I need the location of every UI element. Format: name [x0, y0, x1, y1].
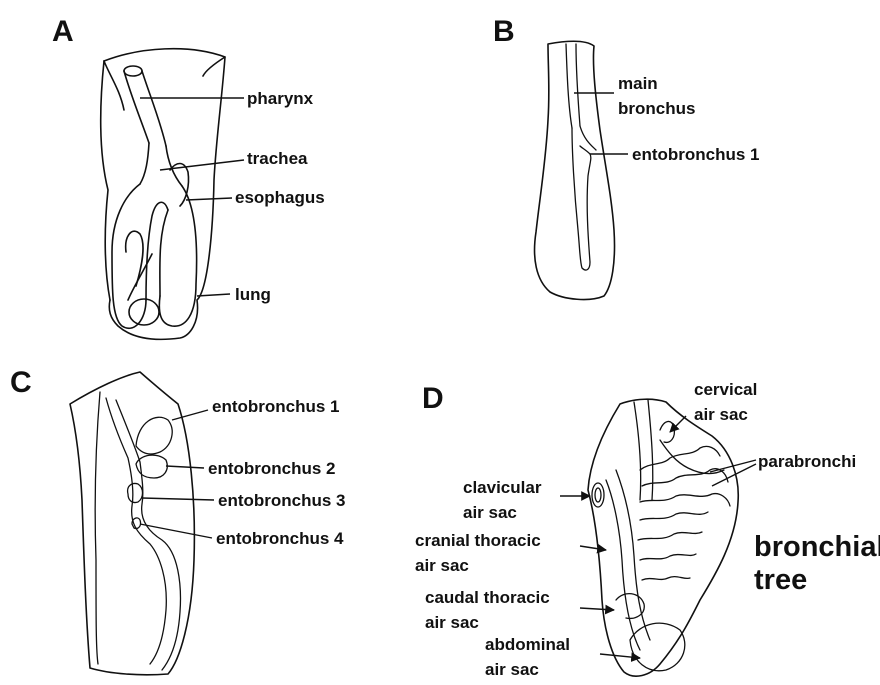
label-b-entobronchus-1: entobronchus 1	[632, 145, 760, 164]
label-main: main	[618, 74, 658, 93]
panel-b: B main bronchus entobronchus 1	[493, 15, 760, 299]
label-esophagus: esophagus	[235, 188, 325, 207]
label-parabronchi: parabronchi	[758, 452, 856, 471]
label-lung: lung	[235, 285, 271, 304]
label-clavicular: clavicular	[463, 478, 542, 497]
label-c-entobronchus-4: entobronchus 4	[216, 529, 344, 548]
label-cervical: cervical	[694, 380, 757, 399]
label-caudal-thoracic: caudal thoracic	[425, 588, 550, 607]
label-c-entobronchus-1: entobronchus 1	[212, 397, 340, 416]
panel-d-letter: D	[422, 382, 444, 415]
label-c-entobronchus-3: entobronchus 3	[218, 491, 346, 510]
label-abdominal-air-sac: air sac	[485, 660, 539, 679]
label-c-entobronchus-2: entobronchus 2	[208, 459, 336, 478]
label-trachea: trachea	[247, 149, 308, 168]
label-cervical-air-sac: air sac	[694, 405, 748, 424]
panel-c-letter: C	[10, 366, 32, 399]
label-clavicular-air-sac: air sac	[463, 503, 517, 522]
label-cranial-thoracic: cranial thoracic	[415, 531, 541, 550]
panel-a-letter: A	[52, 15, 74, 48]
label-abdominal: abdominal	[485, 635, 570, 654]
panel-b-letter: B	[493, 15, 515, 48]
panel-c-drawing	[70, 372, 194, 675]
panel-d-drawing	[588, 399, 738, 676]
panel-d: D	[415, 380, 880, 679]
label-bronchus: bronchus	[618, 99, 695, 118]
label-tree: tree	[754, 564, 807, 596]
panel-b-drawing	[535, 41, 615, 299]
panel-a: A	[52, 15, 325, 339]
label-bronchial: bronchial	[754, 531, 880, 563]
label-caudal-air-sac: air sac	[425, 613, 479, 632]
panel-c: C entobronchus 1 entobronchus 2 entobron…	[10, 366, 346, 675]
label-cranial-air-sac: air sac	[415, 556, 469, 575]
label-pharynx: pharynx	[247, 89, 314, 108]
